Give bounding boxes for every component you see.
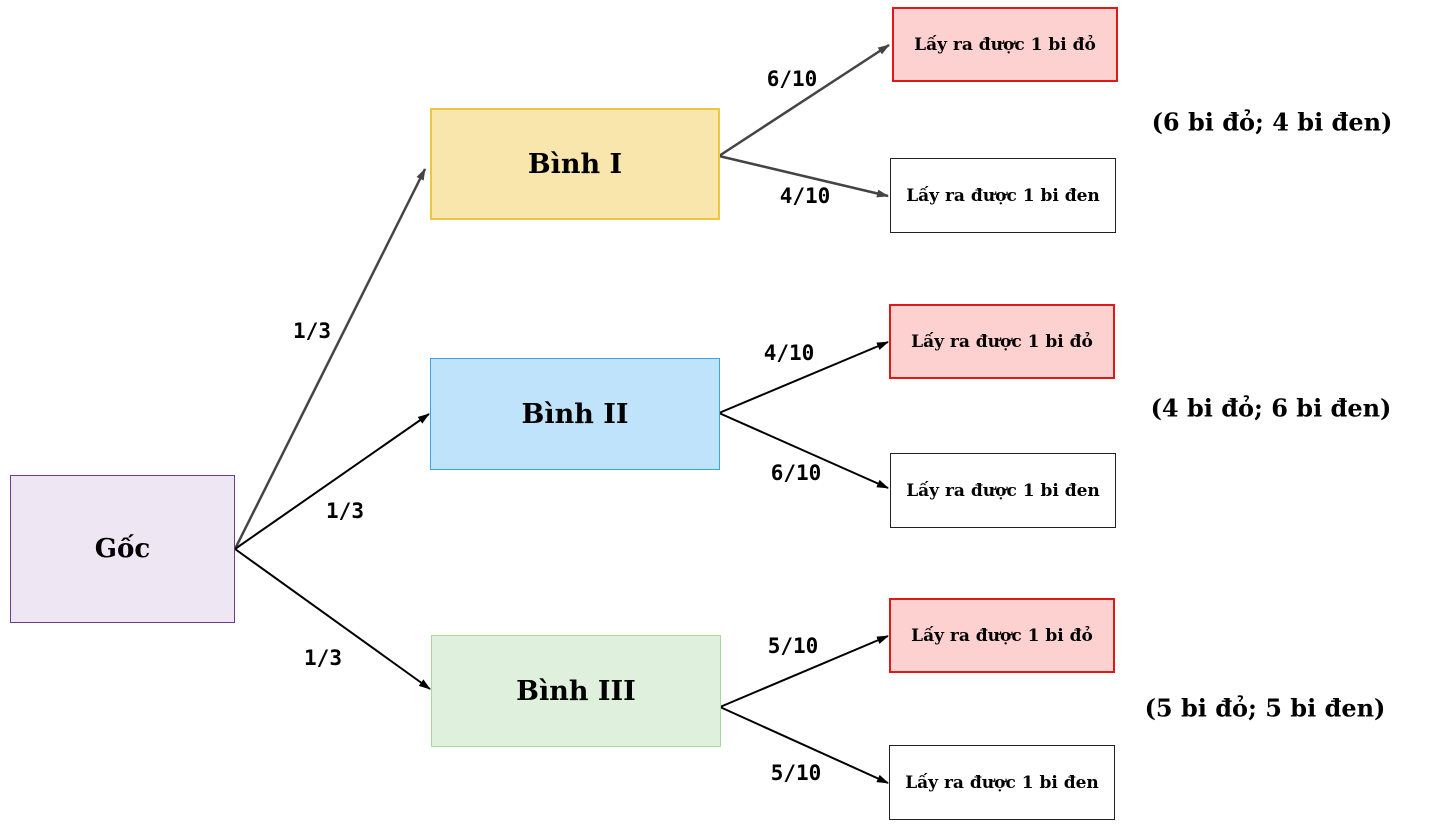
outcome-label: Lấy ra được 1 bi đỏ <box>914 34 1096 55</box>
edge-urn3-black <box>719 706 889 784</box>
prob-label-urn-1-red: 6/10 <box>766 67 818 91</box>
edge-urn1-red <box>718 43 890 158</box>
urn-2-composition: (4 bi đỏ; 6 bi đen) <box>1150 393 1392 423</box>
root-label: Gốc <box>94 534 151 564</box>
prob-label-urn-2: 1/3 <box>326 499 364 523</box>
urn-1-composition: (6 bi đỏ; 4 bi đen) <box>1151 107 1393 137</box>
edge-root-urn2 <box>234 413 430 550</box>
urn-3-red-outcome: Lấy ra được 1 bi đỏ <box>889 598 1115 673</box>
urn-2-black-outcome: Lấy ra được 1 bi đen <box>890 453 1116 528</box>
edge-root-urn1 <box>233 168 427 550</box>
prob-label-urn-2-black: 6/10 <box>770 461 822 485</box>
prob-label-urn-1: 1/3 <box>293 319 331 343</box>
outcome-label: Lấy ra được 1 bi đen <box>905 772 1099 793</box>
edge-urn2-red <box>718 341 889 414</box>
outcome-label: Lấy ra được 1 bi đỏ <box>911 625 1093 646</box>
prob-label-urn-3-black: 5/10 <box>770 761 822 785</box>
edge-urn3-red <box>719 635 889 708</box>
outcome-label: Lấy ra được 1 bi đen <box>906 480 1100 501</box>
urn-3-node: Bình III <box>431 635 721 747</box>
edge-urn2-black <box>718 412 889 489</box>
urn-1-label: Bình I <box>527 148 623 180</box>
outcome-label: Lấy ra được 1 bi đen <box>906 185 1100 206</box>
urn-1-black-outcome: Lấy ra được 1 bi đen <box>890 158 1116 233</box>
edge-root-urn3 <box>234 548 431 690</box>
prob-label-urn-1-black: 4/10 <box>779 184 831 208</box>
urn-2-node: Bình II <box>430 358 720 470</box>
urn-2-label: Bình II <box>521 398 629 430</box>
urn-3-label: Bình III <box>516 675 636 707</box>
prob-label-urn-3: 1/3 <box>304 646 342 670</box>
prob-label-urn-2-red: 4/10 <box>763 341 815 365</box>
urn-3-black-outcome: Lấy ra được 1 bi đen <box>889 745 1115 820</box>
urn-3-composition: (5 bi đỏ; 5 bi đen) <box>1144 693 1386 723</box>
prob-label-urn-3-red: 5/10 <box>767 634 819 658</box>
urn-1-node: Bình I <box>430 108 720 220</box>
urn-2-red-outcome: Lấy ra được 1 bi đỏ <box>889 304 1115 379</box>
urn-1-red-outcome: Lấy ra được 1 bi đỏ <box>892 7 1118 82</box>
root-node: Gốc <box>10 475 235 623</box>
outcome-label: Lấy ra được 1 bi đỏ <box>911 331 1093 352</box>
edge-urn1-black <box>718 154 889 198</box>
